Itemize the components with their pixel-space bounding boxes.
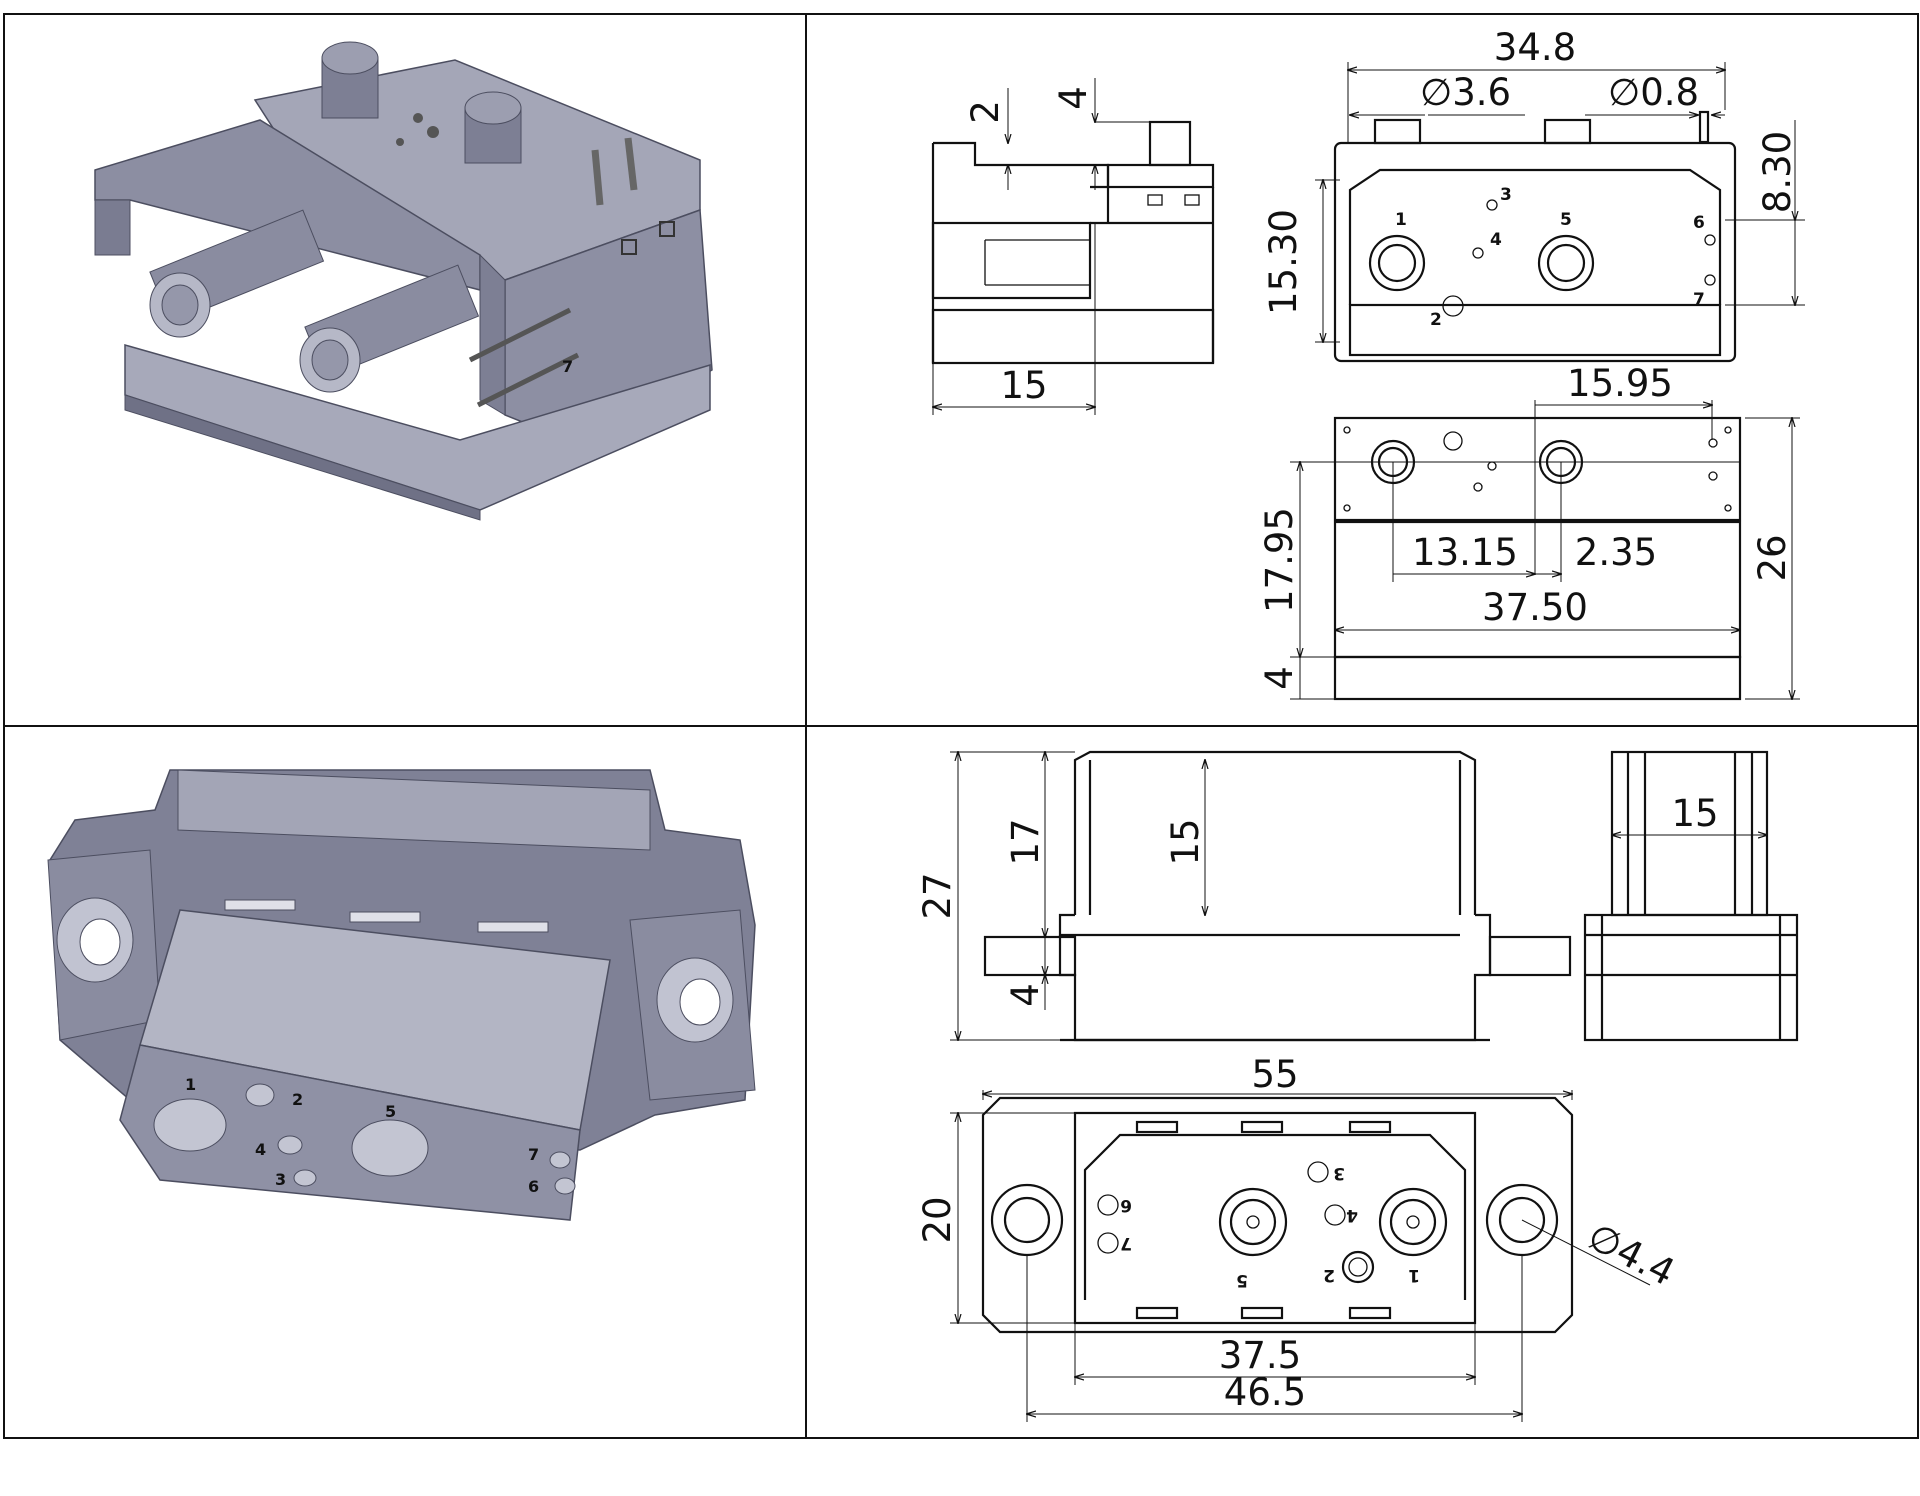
plug-front-view: 1 2 3 4 5 6 7 34.8 ∅3.6 ∅0.8 15.30 8.30 bbox=[1262, 26, 1805, 363]
dim-4-top: 4 bbox=[1258, 666, 1301, 690]
dim-37-5: 37.5 bbox=[1219, 1334, 1301, 1377]
render-recep-pin-1: 1 bbox=[185, 1075, 196, 1094]
render-recep-pin-3: 3 bbox=[275, 1170, 286, 1189]
front-pin-1: 1 bbox=[1395, 210, 1407, 230]
render-receptacle: 1 2 3 4 5 6 7 bbox=[47, 769, 756, 1221]
table-grid bbox=[3, 13, 1919, 1439]
render-plug-pin-7: 7 bbox=[562, 357, 573, 376]
dim-4-recep: 4 bbox=[1004, 983, 1047, 1007]
render-recep-pin-6: 6 bbox=[528, 1177, 539, 1196]
dim-20: 20 bbox=[916, 1196, 959, 1243]
render-recep-pin-4: 4 bbox=[255, 1140, 266, 1159]
face-pin-7: 7 bbox=[1120, 1233, 1132, 1253]
front-pin-3: 3 bbox=[1500, 185, 1512, 205]
plug-top-view: 15.95 13.15 2.35 37.50 17.95 4 26 bbox=[1258, 362, 1800, 701]
dim-13-15: 13.15 bbox=[1412, 531, 1518, 574]
front-pin-7: 7 bbox=[1693, 290, 1705, 310]
dim-15-recep: 15 bbox=[1164, 818, 1207, 865]
front-pin-2: 2 bbox=[1430, 310, 1442, 330]
render-recep-pin-7: 7 bbox=[528, 1145, 539, 1164]
dim-8-30: 8.30 bbox=[1756, 131, 1799, 213]
render-recep-pin-5: 5 bbox=[385, 1102, 396, 1121]
face-pin-4: 4 bbox=[1346, 1205, 1358, 1225]
dim-15-95: 15.95 bbox=[1567, 362, 1673, 405]
dim-37-50: 37.50 bbox=[1482, 586, 1588, 629]
dim-26: 26 bbox=[1751, 534, 1794, 581]
plug-side-view: 2 4 15 bbox=[931, 78, 1215, 415]
dim-17: 17 bbox=[1004, 818, 1047, 865]
dim-34-8: 34.8 bbox=[1494, 26, 1576, 69]
dim-dia-3-6: ∅3.6 bbox=[1420, 71, 1511, 114]
render-plug: 7 bbox=[94, 41, 713, 521]
receptacle-side-view: 27 17 4 15 bbox=[916, 750, 1572, 1042]
dim-2-35: 2.35 bbox=[1575, 531, 1657, 574]
dim-55: 55 bbox=[1251, 1053, 1298, 1096]
dim-4: 4 bbox=[1052, 86, 1095, 110]
front-pin-4: 4 bbox=[1490, 230, 1502, 250]
dim-15-end: 15 bbox=[1671, 792, 1718, 835]
dim-17-95: 17.95 bbox=[1258, 507, 1301, 613]
dim-27: 27 bbox=[916, 872, 959, 919]
dim-dia-0-8: ∅0.8 bbox=[1608, 71, 1699, 114]
dim-46-5: 46.5 bbox=[1224, 1371, 1306, 1414]
face-pin-3: 3 bbox=[1333, 1163, 1345, 1183]
dim-2: 2 bbox=[964, 100, 1007, 124]
face-pin-5: 5 bbox=[1236, 1270, 1248, 1290]
face-pin-2: 2 bbox=[1323, 1265, 1335, 1285]
receptacle-face-view: 1 2 3 4 5 6 7 55 20 ∅4.4 37.5 46.5 bbox=[916, 1053, 1682, 1422]
dim-15: 15 bbox=[1000, 364, 1047, 407]
receptacle-end-view: 15 bbox=[1583, 750, 1799, 1042]
front-pin-5: 5 bbox=[1560, 210, 1572, 230]
front-pin-6: 6 bbox=[1693, 213, 1705, 233]
dim-dia-4-4: ∅4.4 bbox=[1581, 1215, 1682, 1295]
render-recep-pin-2: 2 bbox=[292, 1090, 303, 1109]
face-pin-6: 6 bbox=[1120, 1195, 1132, 1215]
face-pin-1: 1 bbox=[1408, 1265, 1420, 1285]
dim-15-30: 15.30 bbox=[1262, 209, 1305, 315]
